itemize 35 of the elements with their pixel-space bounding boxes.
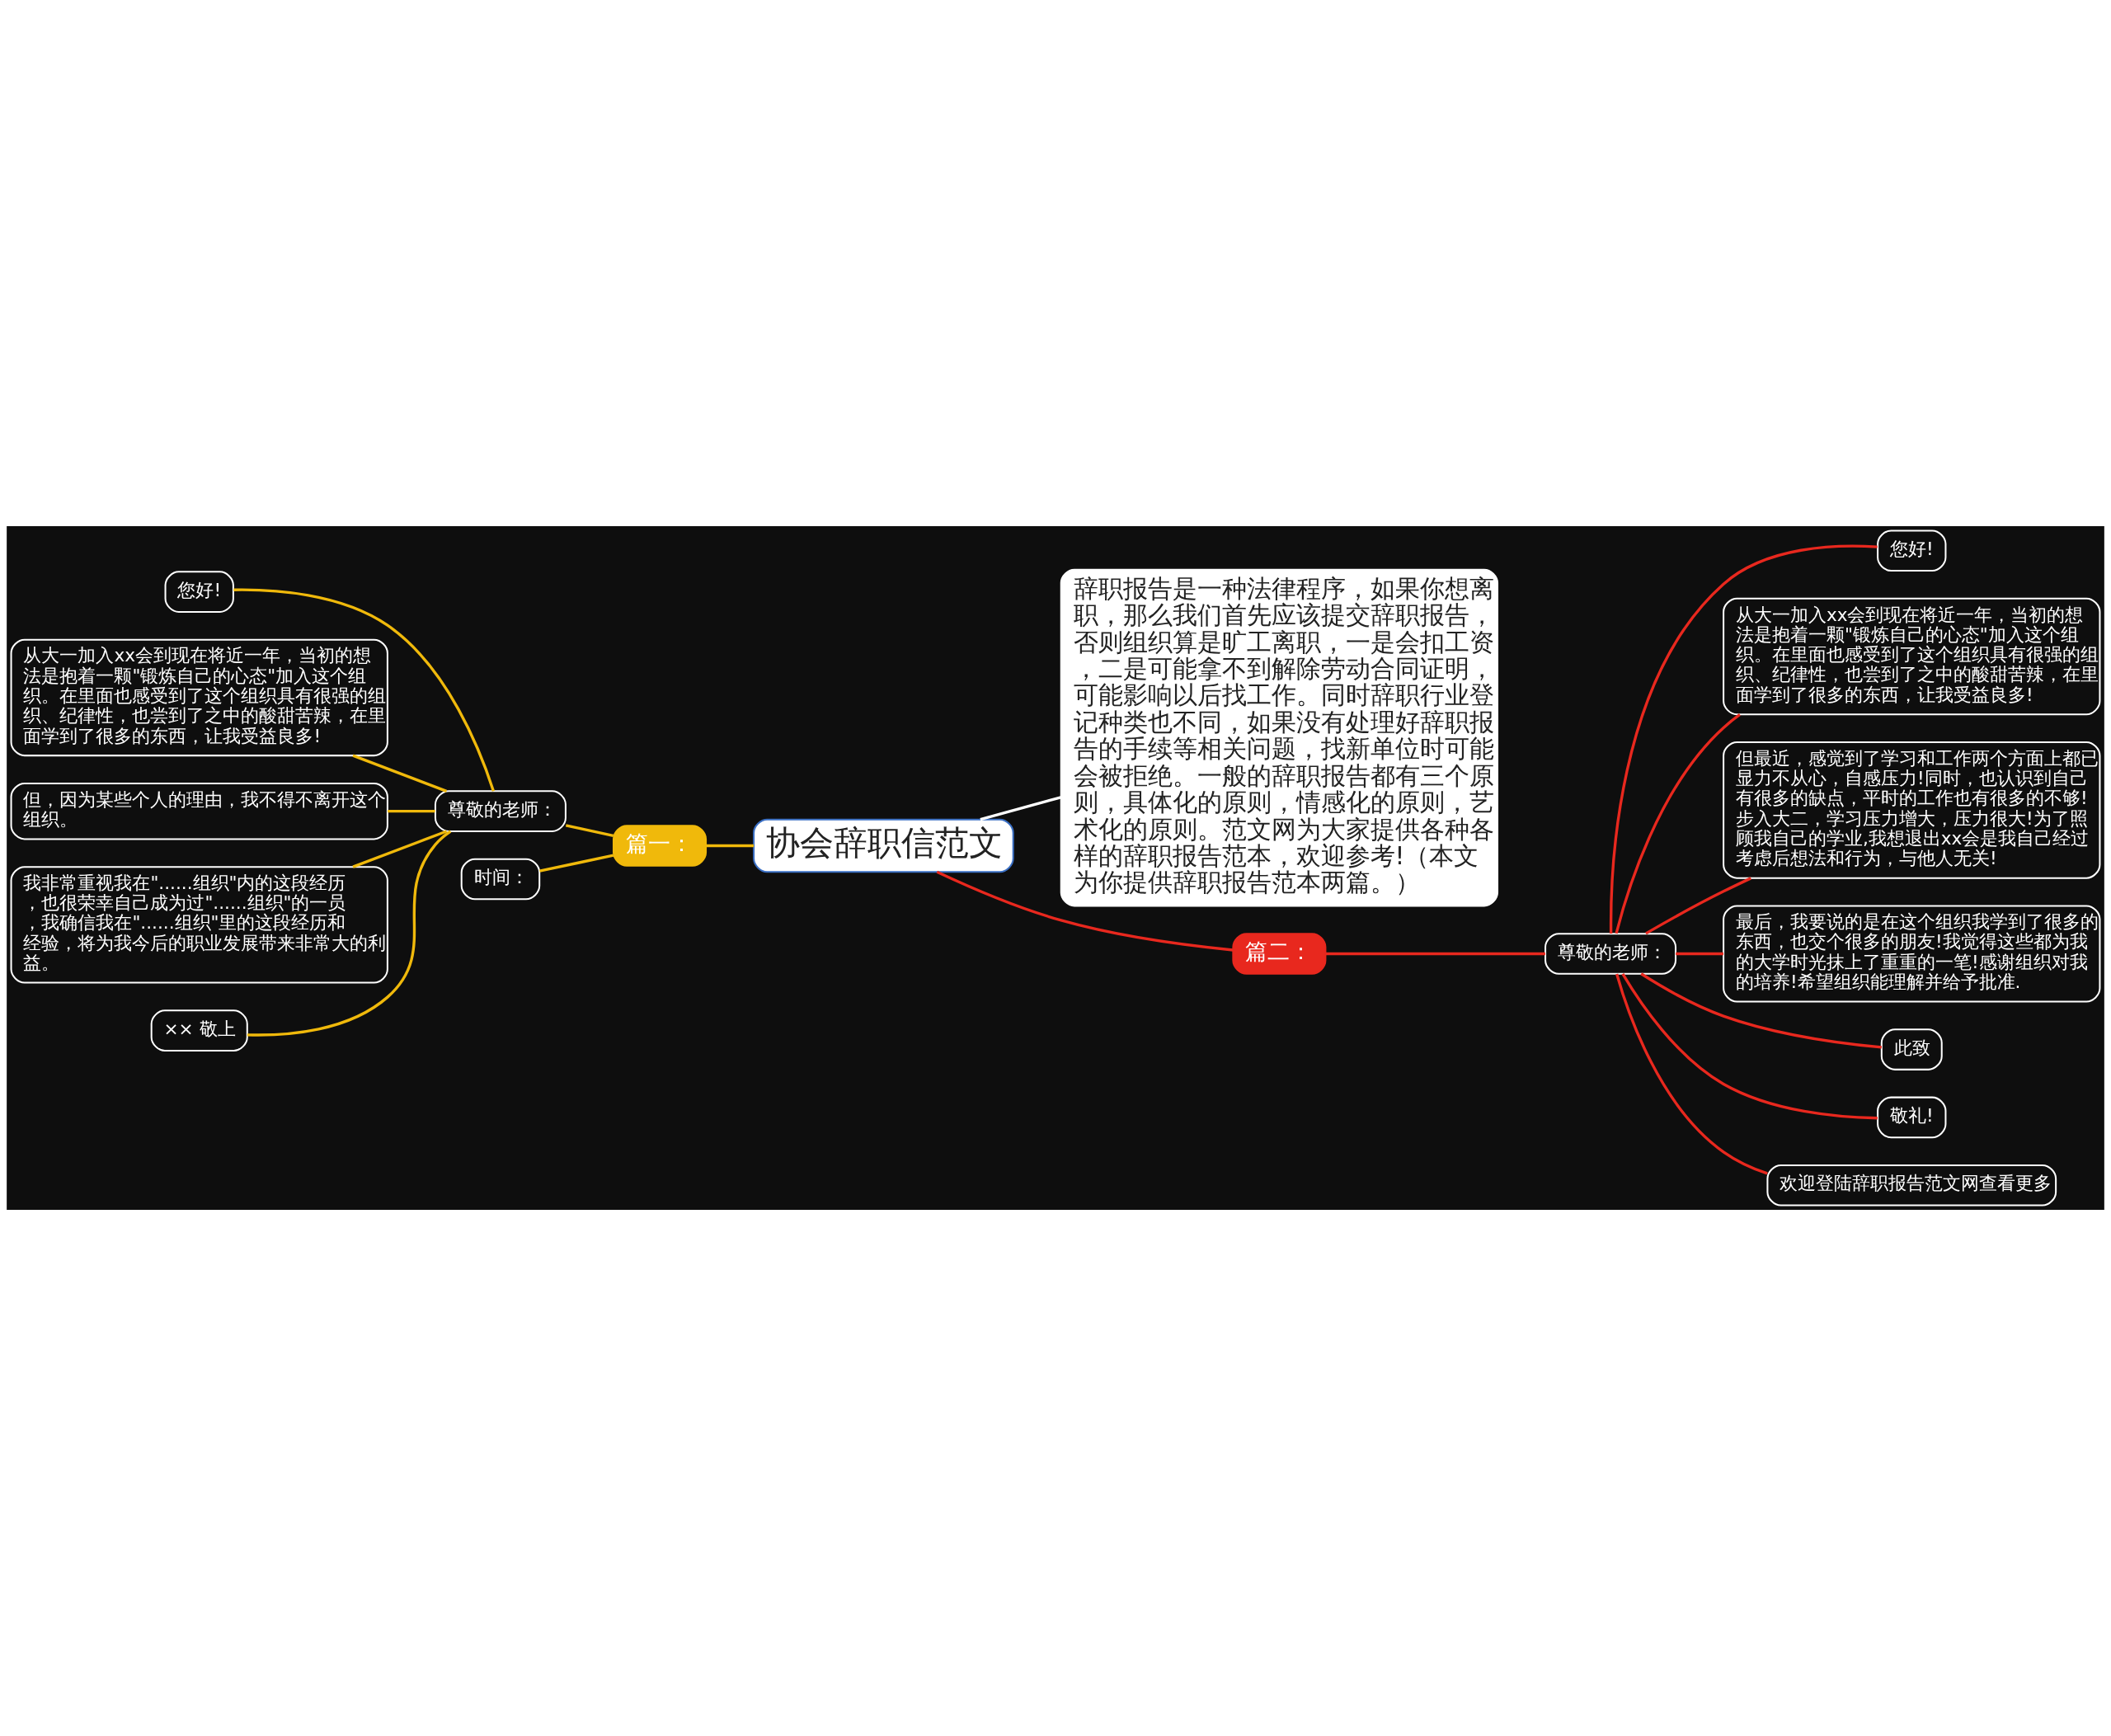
node-box: 我非常重视我在"......组织"内的这段经历，也很荣幸自己成为过"......组织"的一员，我确信我在"......组织"里的这段经历和经验，将为我今后的职业发展带来非常大的利益。 — [10, 866, 388, 984]
connector — [1640, 972, 1882, 1049]
connector — [706, 844, 755, 848]
connector — [1325, 952, 1545, 956]
node-box: 从大一加入xx会到现在将近一年，当初的想法是抱着一颗"锻炼自己的心态"加入这个组织。在里面也感受到了这个组织具有很强的组织、纪律性，也尝到了之中的酸甜苦辣，在里面学到了很多的东西，让我受益良多! — [1723, 597, 2101, 716]
node-box: 尊敬的老师： — [434, 790, 567, 832]
node-box: 但最近，感觉到了学习和工作两个方面上都已显力不从心，自感压力!同时，也认识到自己有很多的缺点，平时的工作也有很多的不够!步入大二，学习压力增大，压力很大!为了照顾我自己的学业,我想退出xx会是我自己经过考虑后想法和行为，与他人无关! — [1723, 741, 2101, 879]
connector — [936, 870, 1234, 952]
connector — [1609, 544, 1878, 934]
node-box: 欢迎登陆辞职报告范文网查看更多 — [1766, 1164, 2057, 1207]
connector — [980, 796, 1061, 821]
node-box: 篇一： — [612, 825, 708, 867]
node-box: 您好! — [1877, 529, 1947, 572]
node-box: 但，因为某些个人的理由，我不得不离开这个组织。 — [10, 782, 388, 840]
node-box: ×× 敬上 — [150, 1009, 248, 1051]
connector — [1621, 972, 1878, 1120]
node-box: 时间： — [460, 858, 541, 901]
connector — [1615, 973, 1768, 1175]
node-box: 协会辞职信范文 — [753, 818, 1014, 873]
node-box: 从大一加入xx会到现在将近一年，当初的想法是抱着一颗"锻炼自己的心态"加入这个组织。在里面也感受到了这个组织具有很强的组织、纪律性，也尝到了之中的酸甜苦辣，在里面学到了很多的东西，让我受益良多! — [10, 638, 388, 757]
connector — [247, 830, 452, 1037]
node-box: 尊敬的老师： — [1544, 933, 1677, 975]
node-box: 最后，我要说的是在这个组织我学到了很多的东西，也交个很多的朋友!我觉得这些都为我的大学时光抹上了重重的一笔!感谢组织对我的培养!希望组织能理解并给予批准. — [1723, 905, 2101, 1003]
node-box: 敬礼! — [1877, 1096, 1947, 1139]
node-box: 辞职报告是一种法律程序，如果你想离职，那么我们首先应该提交辞职报告，否则组织算是旷工离职，一是会扣工资，二是可能拿不到解除劳动合同证明，可能影响以后找工作。同时辞职行业登记种类也不同，如果没有处理好辞职报告的手续等相关问题，找新单位时可能会被拒绝。一般的辞职报告都有三个原则，具体化的原则，情感化的原则，艺术化的原则。范文网为大家提供各种各样的辞职报告范本，欢迎参考!（本文为你提供辞职报告范本两篇。） — [1060, 568, 1499, 907]
connector — [539, 854, 614, 873]
node-box: 篇二： — [1232, 933, 1327, 975]
node-box: 此致 — [1880, 1028, 1943, 1070]
connector — [1676, 952, 1723, 956]
connector — [565, 824, 614, 838]
node-box: 您好! — [164, 571, 234, 613]
connector — [233, 588, 496, 792]
connector — [388, 809, 435, 813]
connector — [1645, 877, 1751, 935]
connector — [1615, 713, 1741, 934]
